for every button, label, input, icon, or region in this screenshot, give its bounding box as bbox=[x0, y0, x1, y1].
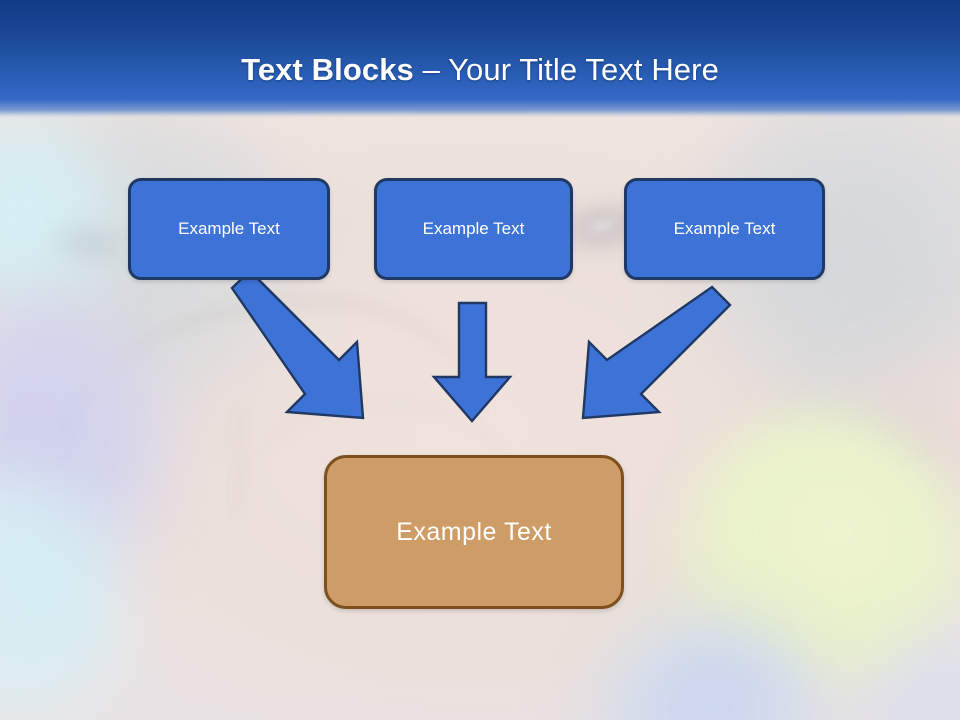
source-box-3[interactable]: Example Text bbox=[624, 178, 825, 280]
source-box-1[interactable]: Example Text bbox=[128, 178, 330, 280]
source-box-3-label: Example Text bbox=[673, 219, 776, 238]
target-box[interactable]: Example Text bbox=[324, 455, 624, 609]
source-box-1-label: Example Text bbox=[178, 219, 280, 238]
source-box-2-label: Example Text bbox=[422, 219, 525, 238]
page-title-bold: Text Blocks bbox=[241, 52, 423, 87]
title-banner: Text Blocks – Your Title Text Here bbox=[0, 0, 960, 118]
source-box-2[interactable]: Example Text bbox=[374, 178, 573, 280]
background-arm-contour bbox=[238, 406, 240, 516]
page-title-rest: – Your Title Text Here bbox=[422, 52, 719, 87]
background-chin-contour bbox=[230, 400, 530, 522]
page-title: Text Blocks – Your Title Text Here bbox=[0, 50, 960, 90]
target-box-label: Example Text bbox=[396, 517, 552, 546]
